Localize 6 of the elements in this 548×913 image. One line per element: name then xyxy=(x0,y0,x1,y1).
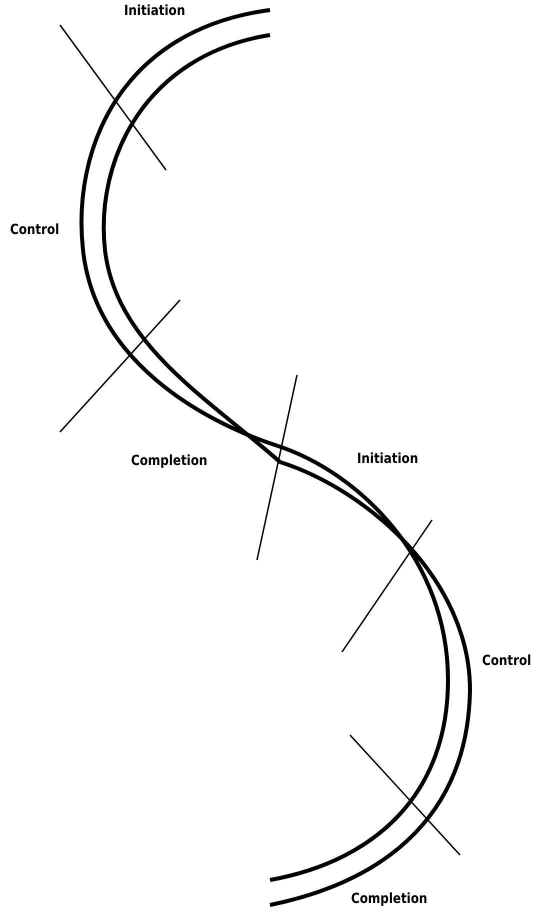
phase-label: Completion xyxy=(351,891,428,907)
phase-label: Control xyxy=(10,222,60,238)
phase-label: Initiation xyxy=(124,3,186,19)
phase-label: Completion xyxy=(131,453,208,469)
phase-label: Control xyxy=(482,653,532,669)
phase-label: Initiation xyxy=(357,451,418,467)
